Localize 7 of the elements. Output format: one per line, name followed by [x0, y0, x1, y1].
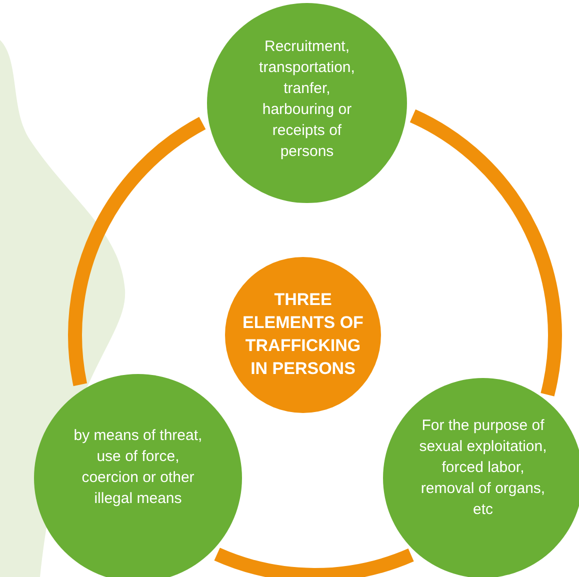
node-text: Recruitment, transportation, tranfer, harbouring or receipts of persons [258, 37, 356, 162]
center-title: THREE ELEMENTS OF TRAFFICKING IN PERSONS [242, 289, 364, 380]
ring-arc [214, 548, 414, 577]
ring-arc [68, 117, 206, 386]
node-text: by means of threat, use of force, coercion or other illegal means [73, 426, 203, 509]
node-text: For the purpose of sexual exploitation, forced labor, removal of organs, etc [418, 416, 548, 520]
ring-arc [409, 110, 562, 396]
